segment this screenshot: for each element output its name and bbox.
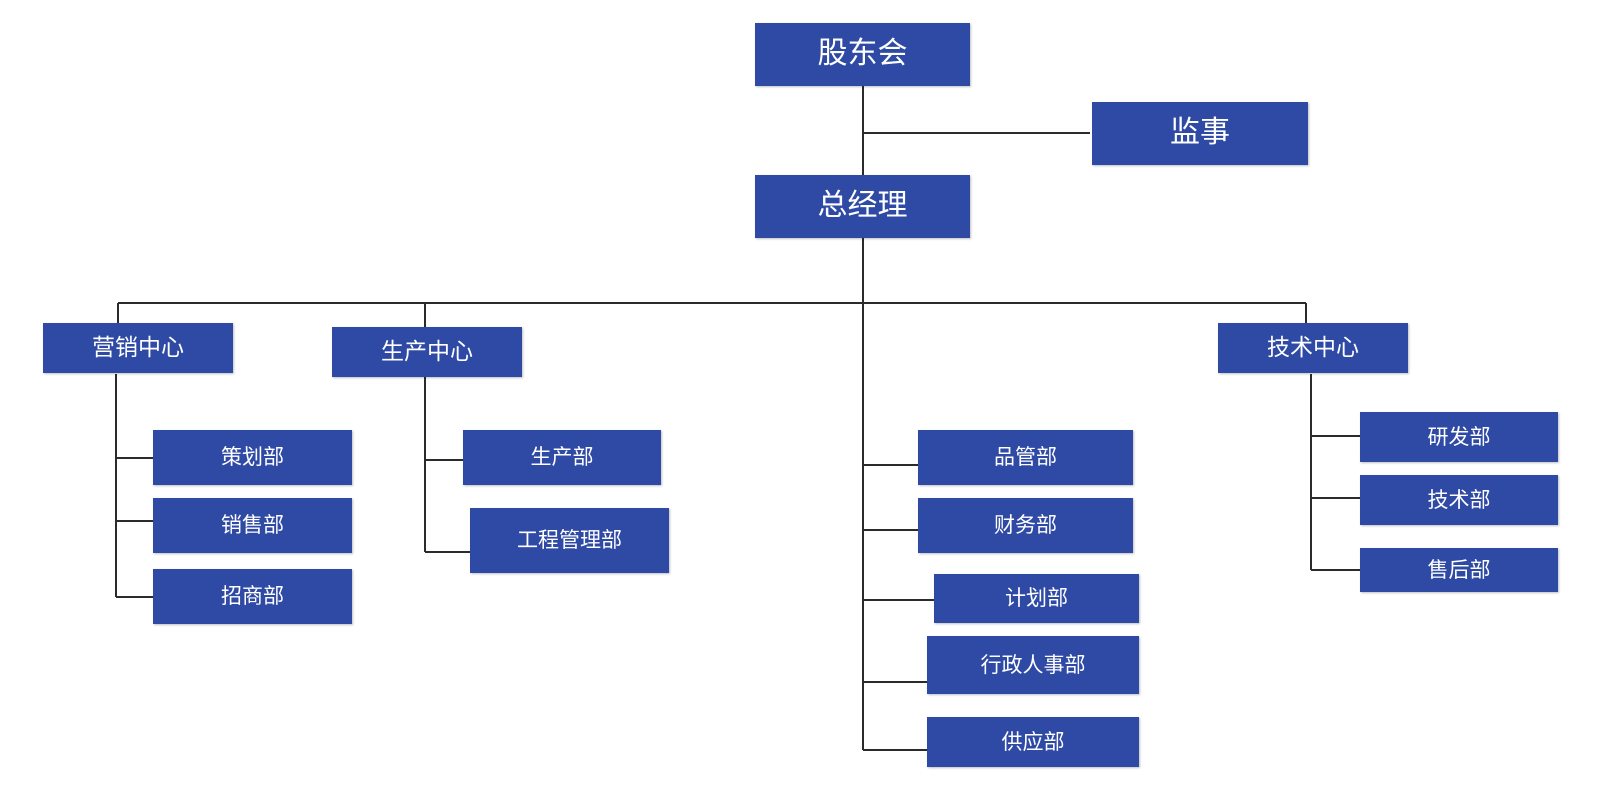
node-dept-planning: 策划部: [153, 430, 352, 485]
node-shareholders: 股东会: [755, 23, 970, 86]
node-marketing-center: 营销中心: [43, 323, 233, 373]
node-dept-rnd: 研发部: [1360, 412, 1558, 462]
node-dept-finance: 财务部: [918, 498, 1133, 553]
node-dept-investment: 招商部: [153, 569, 352, 624]
node-dept-supply: 供应部: [927, 717, 1139, 767]
node-technology-center: 技术中心: [1218, 323, 1408, 373]
node-dept-after-sales: 售后部: [1360, 548, 1558, 592]
node-dept-admin-hr: 行政人事部: [927, 636, 1139, 694]
node-dept-sales: 销售部: [153, 498, 352, 553]
node-dept-technical: 技术部: [1360, 475, 1558, 525]
node-general-manager: 总经理: [755, 175, 970, 238]
node-dept-engineering: 工程管理部: [470, 508, 669, 573]
node-supervisor: 监事: [1092, 102, 1308, 165]
node-dept-plan: 计划部: [934, 574, 1139, 623]
node-dept-production: 生产部: [463, 430, 661, 485]
node-dept-quality: 品管部: [918, 430, 1133, 485]
node-production-center: 生产中心: [332, 327, 522, 377]
